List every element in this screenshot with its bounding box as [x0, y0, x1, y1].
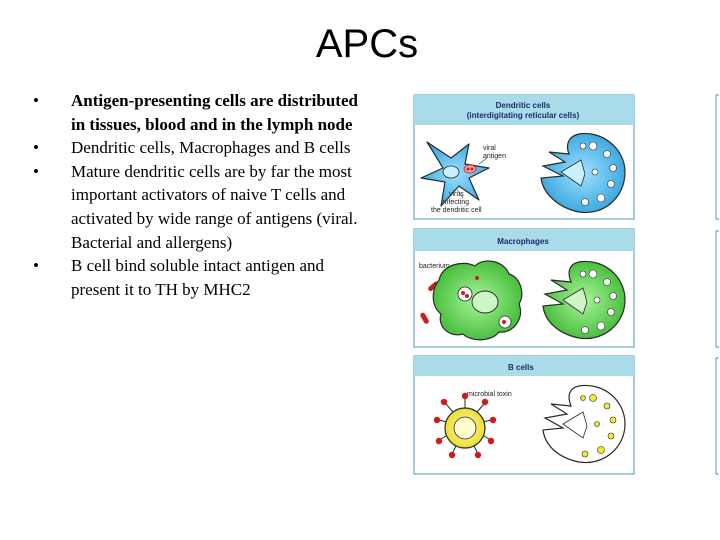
b-cell-nucleus	[453, 416, 477, 440]
bullet-item: • Dendritic cells, Macrophages and B cel…	[28, 136, 358, 160]
label-leader-line	[478, 157, 488, 165]
infecting-label: infecting	[443, 199, 469, 206]
dendritic-panel-header	[414, 95, 634, 125]
bullet-marker: •	[33, 256, 39, 276]
bacterium-label: bacterium	[419, 263, 450, 270]
apc-illustration: Dendritic cells (interdigitating reticul…	[413, 94, 719, 475]
viral-particle	[466, 167, 470, 171]
dendritic-cell-label: the dendritic cell	[431, 207, 482, 214]
dendritic-panel: Dendritic cells (interdigitating reticul…	[413, 94, 635, 220]
b-cell-vesicles	[580, 394, 617, 458]
microbial-toxin-particles	[433, 392, 497, 459]
macrophage-panel: Macrophages bacterium	[413, 228, 635, 348]
virus-label: virus	[449, 191, 464, 198]
bullet-item: • Antigen-presenting cells are distribut…	[28, 89, 358, 136]
bullet-text: Dendritic cells, Macrophages and B cells	[71, 138, 351, 158]
ingested-bacterium	[502, 320, 506, 324]
dendritic-header-subtitle: (interdigitating reticular cells)	[467, 111, 580, 120]
bullet-text: Antigen-presenting cells are distributed…	[71, 91, 358, 134]
dendritic-section-nucleus	[560, 159, 586, 187]
bullet-marker: •	[33, 161, 39, 181]
b-cell-header-title: B cells	[508, 363, 534, 372]
macrophage-nucleus	[471, 290, 499, 314]
bullet-item: • B cell bind soluble intact antigen and…	[28, 254, 358, 301]
macrophage-panel-header	[414, 229, 634, 251]
antigen-fragment	[475, 276, 479, 280]
b-cell-panel: B cells microbial toxin	[413, 355, 635, 475]
microbial-toxin-label: microbial toxin	[467, 391, 512, 398]
bullet-marker: •	[33, 91, 39, 110]
bullet-marker: •	[33, 138, 39, 158]
macrophage-header-title: Macrophages	[497, 237, 549, 246]
antigen-label: antigen	[483, 153, 506, 160]
macrophage-vesicles	[579, 269, 617, 334]
dendritic-nucleus	[442, 165, 460, 179]
phagosome	[457, 286, 473, 302]
dendritic-header-title: Dendritic cells	[496, 101, 551, 110]
ingested-bacterium	[461, 291, 465, 295]
bullet-list: • Antigen-presenting cells are distribut…	[28, 89, 358, 301]
apc-figure: Dendritic cells (interdigitating reticul…	[413, 94, 720, 478]
viral-particle	[470, 167, 474, 171]
viral-antigen-marker	[463, 164, 477, 174]
ingested-bacterium	[465, 294, 469, 298]
macrophage-section-nucleus	[562, 287, 588, 315]
b-cell-panel-header	[414, 356, 634, 376]
label-leader-line	[456, 189, 464, 199]
dendritic-vesicles	[579, 141, 617, 206]
bullet-item: • Mature dendritic cells are by far the …	[28, 160, 358, 254]
viral-label: viral	[483, 145, 496, 152]
b-cell-section-nucleus	[562, 411, 588, 439]
bullet-text: Mature dendritic cells are by far the mo…	[71, 161, 358, 252]
slide-title: APCs	[315, 22, 419, 66]
cropped-panel-edges	[715, 94, 719, 475]
bacterium	[420, 312, 429, 324]
bullet-text: B cell bind soluble intact antigen and p…	[71, 256, 325, 299]
